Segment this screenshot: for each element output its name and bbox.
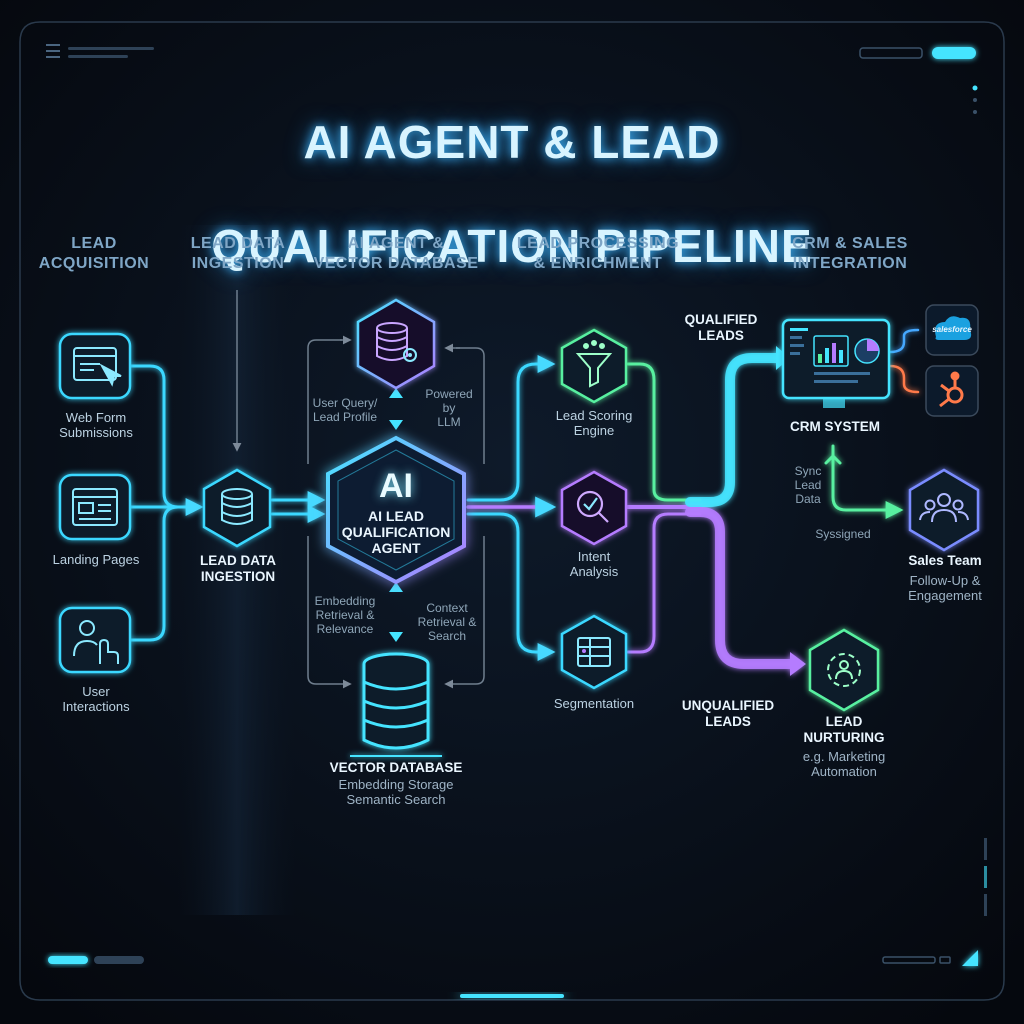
landing-card[interactable]	[58, 473, 132, 541]
nurturing-node[interactable]	[808, 628, 880, 712]
user-interactions-label: User Interactions	[62, 684, 130, 714]
nurturing-sub: e.g. Marketing Automation	[802, 749, 886, 779]
arrow-unqualified-head	[790, 652, 806, 676]
sync-label: Sync Lead Data	[794, 464, 822, 506]
connector-ai-scoring	[466, 355, 556, 502]
connector-crm-sales	[831, 444, 904, 519]
context-label: Context Retrieval & Search	[417, 601, 477, 643]
user-tap-icon	[73, 620, 119, 664]
vector-db-sub: Embedding Storage Semantic Search	[338, 777, 454, 807]
database-gear-icon	[376, 322, 417, 362]
sales-team-sub: Follow-Up & Engagement	[908, 573, 982, 603]
connector-crm-salesforce	[888, 328, 920, 354]
vector-db-node[interactable]	[350, 652, 442, 757]
connector-scoring-out	[626, 362, 702, 502]
frame-ornaments	[46, 44, 987, 998]
sales-team-node[interactable]	[908, 468, 980, 552]
funnel-icon	[575, 340, 613, 388]
scoring-node[interactable]	[560, 328, 628, 404]
browser-cursor-icon	[73, 347, 122, 387]
column-header-crm: CRM & SALES INTEGRATION	[792, 235, 908, 272]
salesforce-cloud-icon	[935, 316, 972, 340]
dashboard-icon	[790, 328, 880, 383]
assigned-label: Syssigned	[815, 527, 871, 541]
nurture-cycle-icon	[827, 653, 861, 687]
arrow-unqualified	[685, 507, 797, 669]
title-line-1: AI AGENT & LEAD	[303, 116, 721, 168]
page-title: AI AGENT & LEAD QUALIFICATION PIPELINE	[112, 64, 912, 324]
team-icon	[919, 493, 969, 523]
vector-db-label: VECTOR DATABASE	[329, 760, 463, 775]
user-query-label: User Query/ Lead Profile	[312, 396, 378, 424]
magnifier-check-icon	[576, 490, 609, 523]
ai-agent-node[interactable]	[326, 435, 466, 585]
ai-agent-label: AI LEAD QUALIFICATION AGENT	[341, 508, 451, 556]
connector-crm-hubspot	[888, 364, 920, 394]
database-icon	[221, 488, 253, 525]
nurturing-label: LEAD NURTURING	[803, 714, 885, 745]
crm-node[interactable]	[781, 318, 891, 412]
powered-by-label: Powered by LLM	[425, 387, 473, 429]
connector-segmentation-out	[626, 512, 702, 654]
outer-frame	[19, 21, 1005, 1001]
intent-node[interactable]	[560, 470, 628, 546]
intent-label: Intent Analysis	[569, 549, 619, 579]
column-header-agent: AI AGENT & VECTOR DATABASE	[313, 235, 479, 272]
scoring-label: Lead Scoring Engine	[555, 408, 633, 438]
arrow-qualified	[685, 353, 783, 507]
hubspot-sprocket-icon	[939, 371, 964, 408]
segmentation-node[interactable]	[560, 614, 628, 690]
hubspot-tile[interactable]	[925, 365, 979, 417]
landing-label: Landing Pages	[52, 552, 140, 567]
webform-card[interactable]	[58, 332, 132, 400]
column-header-acquisition: LEAD ACQUISITION	[38, 235, 150, 272]
salesforce-tile[interactable]	[925, 304, 979, 356]
ingestion-node[interactable]	[202, 468, 272, 548]
llm-db-node[interactable]	[356, 298, 436, 390]
title-line-2: QUALIFICATION PIPELINE	[211, 220, 813, 272]
segmentation-label: Segmentation	[553, 696, 635, 711]
column-header-processing: LEAD PROCESSING & ENRICHMENT	[516, 235, 680, 272]
sales-team-label: Sales Team	[908, 553, 982, 568]
column-header-ingestion: LEAD DATA INGESTION	[190, 235, 286, 272]
embedding-label: Embedding Retrieval & Relevance	[314, 594, 376, 636]
connector-ai-segmentation	[466, 512, 556, 661]
webform-label: Web Form Submissions	[59, 410, 133, 440]
segments-icon	[577, 637, 611, 667]
crm-label: CRM SYSTEM	[789, 419, 880, 434]
qualified-label: QUALIFIED LEADS	[684, 312, 758, 343]
unqualified-label: UNQUALIFIED LEADS	[681, 698, 775, 729]
connector-user	[128, 505, 180, 642]
ingestion-label: LEAD DATA INGESTION	[200, 553, 276, 584]
agent-loop-lines	[232, 290, 485, 689]
webpage-icon	[72, 488, 118, 526]
user-interaction-card[interactable]	[58, 606, 132, 674]
ai-logo: AI	[379, 467, 413, 505]
salesforce-logo-text: salesforce	[932, 325, 972, 334]
